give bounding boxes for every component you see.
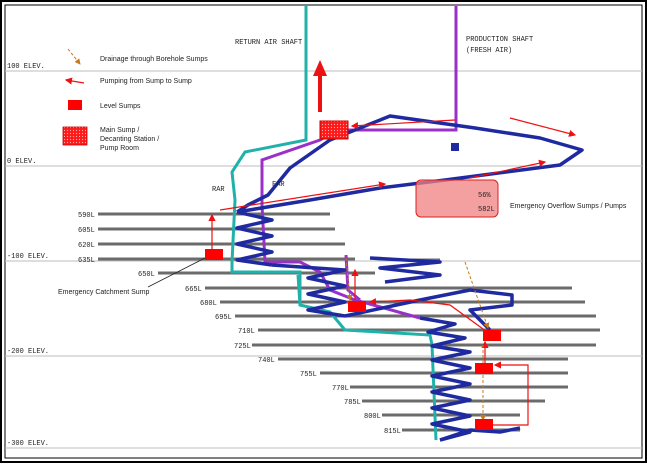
level-label: 740L bbox=[258, 357, 275, 365]
main-sump-icon bbox=[62, 126, 88, 146]
level-sump bbox=[475, 363, 493, 374]
elevation-label: -200 ELEV. bbox=[7, 348, 49, 356]
return-air-branch bbox=[255, 270, 302, 300]
legend-label-line: Pump Room bbox=[100, 145, 139, 152]
drainage-arrows bbox=[345, 257, 490, 421]
pump-arrow-2 bbox=[350, 119, 456, 130]
production-lower-line bbox=[344, 254, 361, 302]
legend-label-line: Main Sump / bbox=[100, 127, 139, 134]
level-sump bbox=[205, 249, 223, 260]
level-label: 605L bbox=[78, 227, 95, 235]
drain-arrow-2 bbox=[464, 261, 490, 329]
elevation-label: -100 ELEV. bbox=[7, 253, 49, 261]
elevation-label: 100 ELEV. bbox=[7, 63, 45, 71]
level-sump bbox=[348, 301, 366, 312]
legend-label-line: Decanting Station / bbox=[100, 136, 159, 143]
legend: Drainage through Borehole Sumps Pumping … bbox=[62, 48, 208, 152]
drain-arrow-1 bbox=[345, 257, 353, 301]
level-label: 680L bbox=[200, 300, 217, 308]
level-sump bbox=[483, 330, 501, 341]
level-label: 755L bbox=[300, 371, 317, 379]
ramp-mid-connector bbox=[271, 263, 347, 318]
catchment-pointer-line bbox=[147, 257, 206, 288]
ramp-system bbox=[235, 114, 584, 442]
exhaust-arrow bbox=[313, 60, 327, 112]
ramp-upper-loop bbox=[236, 114, 584, 214]
level-sump-icon bbox=[68, 100, 82, 110]
pump-arrow-1 bbox=[219, 181, 387, 211]
level-label: 635L bbox=[78, 257, 95, 265]
level-label: 815L bbox=[384, 428, 401, 436]
pump-arrow-8 bbox=[492, 361, 529, 426]
ramp-upper-right-zigzag bbox=[369, 256, 442, 284]
elevation-label: -300 ELEV. bbox=[7, 440, 49, 448]
return-air-shaft-line bbox=[230, 6, 308, 274]
level-label: 590L bbox=[78, 212, 95, 220]
pumping-arrows bbox=[208, 117, 577, 426]
overflow-level-label: 56% bbox=[478, 192, 491, 200]
sumps bbox=[205, 120, 501, 430]
emergency-overflow-box bbox=[415, 179, 499, 218]
level-label: 620L bbox=[78, 242, 95, 250]
legend-label: Pumping from Sump to Sump bbox=[100, 78, 192, 85]
return-air-shaft-label: RETURN AIR SHAFT bbox=[235, 39, 302, 47]
pump-arrow-4 bbox=[469, 159, 547, 179]
pump-arrow-7 bbox=[368, 298, 491, 335]
emergency-overflow-label: Emergency Overflow Sumps / Pumps bbox=[510, 203, 627, 210]
emergency-catchment-label: Emergency Catchment Sump bbox=[58, 289, 150, 296]
level-label: 725L bbox=[234, 343, 251, 351]
dashed-arrow-icon bbox=[67, 48, 81, 65]
main-sump bbox=[319, 120, 349, 140]
ramp-zigzag-upper bbox=[235, 210, 274, 267]
level-label: 800L bbox=[364, 413, 381, 421]
ramp-zigzag-lower bbox=[419, 316, 472, 442]
level-label: 770L bbox=[332, 385, 349, 393]
production-shaft-sublabel: (FRESH AIR) bbox=[466, 47, 512, 55]
level-label: 785L bbox=[344, 399, 361, 407]
legend-label: Main Sump / Decanting Station / Pump Roo… bbox=[100, 127, 161, 152]
inner-border bbox=[4, 4, 643, 459]
level-label: 695L bbox=[215, 314, 232, 322]
ramp-bottom bbox=[439, 426, 521, 442]
production-shaft-label: PRODUCTION SHAFT bbox=[466, 36, 533, 44]
pump-arrow-3 bbox=[509, 117, 577, 137]
level-bars bbox=[98, 212, 600, 432]
level-label: 665L bbox=[185, 286, 202, 294]
production-shaft-station bbox=[451, 143, 459, 151]
legend-label: Drainage through Borehole Sumps bbox=[100, 56, 208, 63]
red-arrow-icon bbox=[64, 77, 85, 85]
overflow-level-label: 582L bbox=[478, 206, 495, 214]
far-label: FAR bbox=[272, 181, 285, 189]
elevation-label: 0 ELEV. bbox=[7, 158, 36, 166]
level-labels: 590L 605L 620L 635L 650L 665L 680L 695L … bbox=[78, 212, 401, 436]
ramp-right-connector bbox=[344, 288, 514, 332]
rar-label: RAR bbox=[212, 186, 225, 194]
level-sump bbox=[475, 419, 493, 430]
level-label: 710L bbox=[238, 328, 255, 336]
legend-label: Level Sumps bbox=[100, 103, 141, 110]
level-label: 650L bbox=[138, 271, 155, 279]
